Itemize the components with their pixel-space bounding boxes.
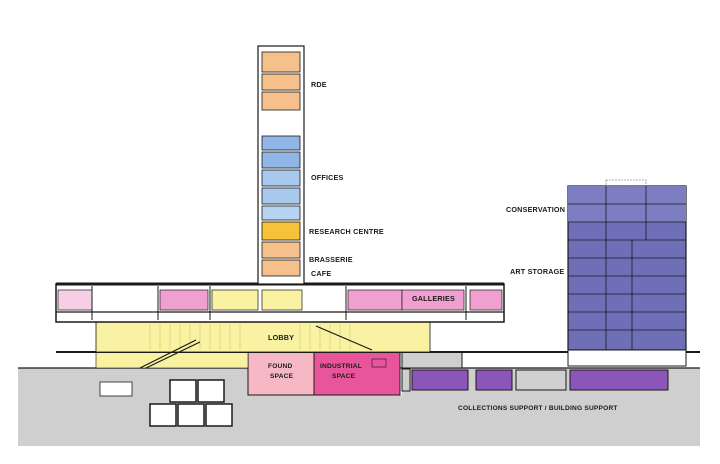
label-industrial-1: INDUSTRIAL xyxy=(320,363,362,370)
label-lobby: LOBBY xyxy=(268,333,294,342)
storage-building xyxy=(567,179,687,367)
basement-storage xyxy=(401,368,669,392)
label-offices: OFFICES xyxy=(311,173,344,182)
label-found-space-1: FOUND xyxy=(268,363,292,370)
industrial-space xyxy=(313,351,401,396)
label-cafe: CAFE xyxy=(311,269,331,278)
basement-voids xyxy=(99,379,233,427)
gallery-rooms xyxy=(57,289,503,311)
lobby-zone xyxy=(95,321,431,353)
central-tower xyxy=(257,45,305,285)
label-rde: RDE xyxy=(311,80,327,89)
industrial-detail xyxy=(371,358,387,368)
service-block xyxy=(401,351,463,369)
lower-lobby-zone xyxy=(95,351,249,369)
label-conservation: CONSERVATION xyxy=(506,205,565,214)
label-brasserie: BRASSERIE xyxy=(309,255,353,264)
label-found-space-2: SPACE xyxy=(270,373,294,380)
gallery-columns xyxy=(91,286,467,320)
lobby-hatch xyxy=(149,324,351,350)
label-industrial-2: SPACE xyxy=(332,373,356,380)
label-research-centre: RESEARCH CENTRE xyxy=(309,227,384,236)
label-art-storage: ART STORAGE xyxy=(510,267,564,276)
staircase xyxy=(139,325,373,369)
label-collections-support: COLLECTIONS SUPPORT / BUILDING SUPPORT xyxy=(458,405,618,412)
label-galleries: GALLERIES xyxy=(412,294,455,303)
